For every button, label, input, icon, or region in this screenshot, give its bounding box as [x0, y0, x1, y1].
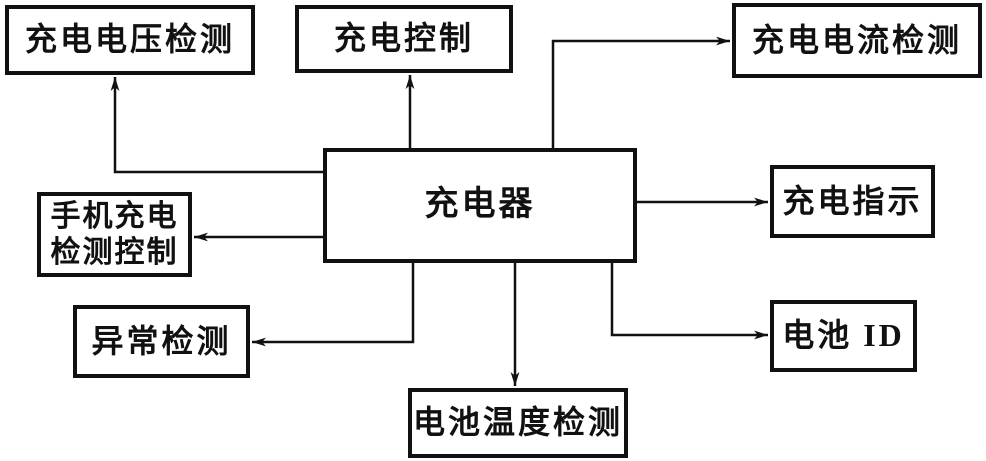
node-phone-charge-detect-control: 手机充电 检测控制	[37, 192, 192, 277]
node-battery-temperature-detection: 电池温度检测	[408, 388, 628, 458]
node-charge-control: 充电控制	[295, 5, 513, 73]
node-battery-id: 电池 ID	[770, 300, 917, 372]
node-charger: 充电器	[323, 148, 637, 263]
node-charge-current-detection: 充电电流检测	[732, 3, 982, 78]
arrow-charger-to-battery-id	[610, 263, 768, 340]
arrow-charger-to-charge-current-detection	[551, 36, 730, 148]
arrow-charger-to-abnormal-detection	[252, 263, 415, 347]
node-charge-voltage-detection: 充电电压检测	[5, 5, 255, 75]
node-abnormal-detection: 异常检测	[73, 305, 250, 378]
arrow-charger-to-charge-voltage-detection	[110, 77, 323, 174]
node-charge-indication: 充电指示	[770, 165, 935, 238]
